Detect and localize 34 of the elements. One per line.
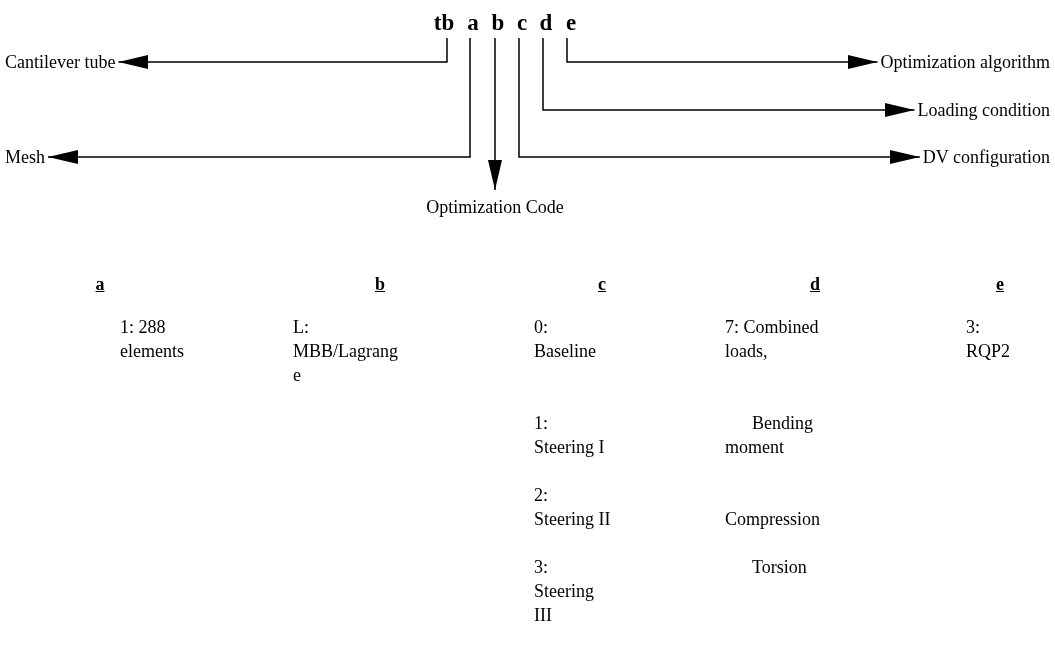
code-letter: e: [563, 10, 579, 36]
code-letter: b: [490, 10, 506, 36]
code-letter: c: [515, 10, 529, 36]
node-label: Optimization algorithm: [880, 51, 1050, 73]
column-header: c: [597, 273, 607, 296]
arrow: [518, 37, 921, 164]
node-label: Optimization Code: [426, 196, 564, 218]
table-text: 1: 288 elements: [120, 316, 185, 363]
column-header: a: [94, 273, 106, 296]
code-letter: tb: [432, 10, 456, 36]
table-text: Compression: [725, 508, 821, 531]
arrow: [117, 37, 448, 69]
table-text: 3: RQP2: [966, 316, 1011, 363]
table-text: 7: Combined loads,: [725, 316, 820, 363]
table-text: L: MBB/Lagrange: [293, 316, 399, 387]
arrow: [47, 37, 471, 164]
table-text: 3: Steering III: [534, 556, 595, 627]
code-letter: d: [537, 10, 555, 36]
table-text: 1: Steering I: [534, 412, 606, 459]
node-label: Cantilever tube: [5, 51, 116, 73]
arrow: [488, 37, 502, 191]
table-text: Bending moment: [725, 412, 814, 459]
column-header: d: [809, 273, 821, 296]
node-label: Mesh: [5, 146, 45, 168]
arrow: [542, 37, 916, 117]
table-text: 0: Baseline: [534, 316, 597, 363]
node-label: Loading condition: [917, 99, 1050, 121]
arrow: [566, 37, 879, 69]
column-header: e: [995, 273, 1005, 296]
node-label: DV configuration: [922, 146, 1050, 168]
table-text: Torsion: [751, 556, 808, 579]
code-letter: a: [465, 10, 481, 36]
table-text: 2: Steering II: [534, 484, 612, 531]
column-header: b: [374, 273, 386, 296]
